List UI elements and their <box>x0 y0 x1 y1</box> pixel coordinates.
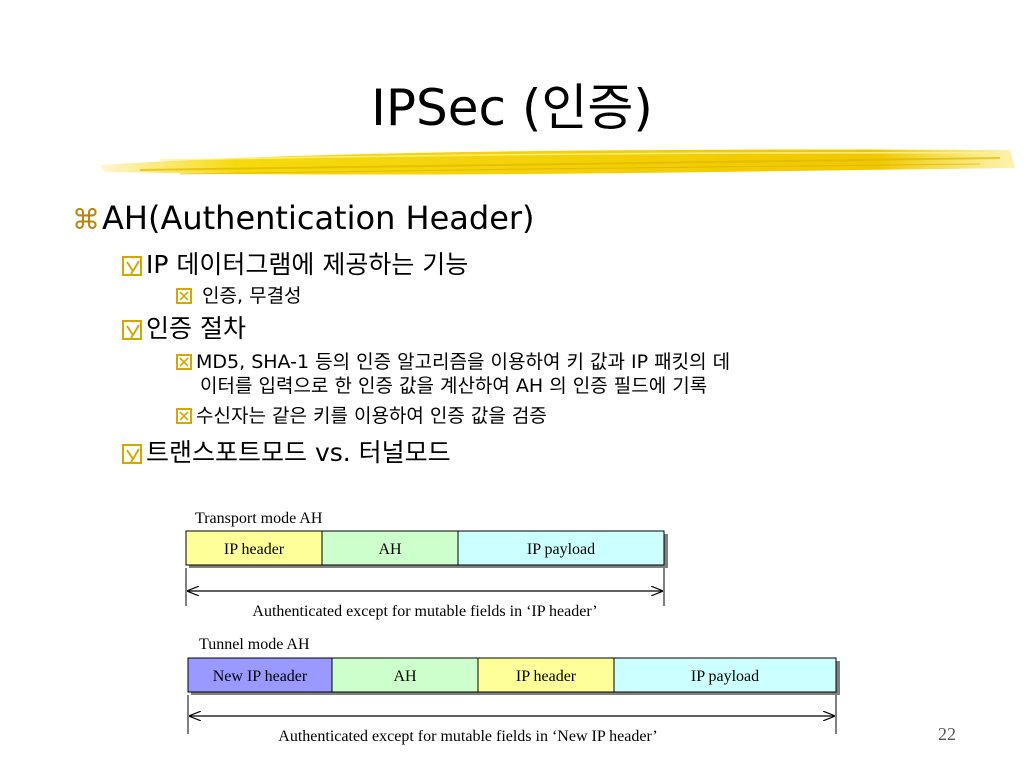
check-box-icon <box>122 320 142 340</box>
x-box-icon <box>176 354 192 370</box>
x-box-icon <box>176 408 192 424</box>
tunnel-seg-label-2: IP header <box>516 668 577 685</box>
bullet-md5-line1: MD5, SHA-1 등의 인증 알고리즘을 이용하여 키 값과 IP 패킷의 … <box>196 351 731 373</box>
transport-seg-0 <box>185 530 323 566</box>
slide-title: IPSec (인증) <box>371 79 653 137</box>
transport-caption: Authenticated except for mutable fields … <box>252 603 597 620</box>
transport-seg-1 <box>321 530 459 566</box>
tunnel-seg-2 <box>477 657 615 693</box>
command-icon: ⌘ <box>72 203 100 236</box>
tunnel-segments: New IP header AH IP header IP payload <box>187 657 837 693</box>
bullet-ah: ⌘AH(Authentication Header) <box>72 198 535 240</box>
x-box-icon <box>176 288 192 304</box>
bullet-md5: MD5, SHA-1 등의 인증 알고리즘을 이용하여 키 값과 IP 패킷의 … <box>176 350 730 374</box>
bullet-auth-procedure-text: 인증 절차 <box>146 314 246 343</box>
bullet-auth-integrity: 인증, 무결성 <box>176 284 302 308</box>
check-box-icon <box>122 256 142 276</box>
bullet-receiver-text: 수신자는 같은 키를 이용하여 인증 값을 검증 <box>196 405 547 427</box>
bullet-modes-text: 트랜스포트모드 vs. 터널모드 <box>146 438 451 467</box>
bullet-ah-text: AH(Authentication Header) <box>102 199 535 237</box>
transport-seg-2 <box>457 530 665 566</box>
bullet-modes: 트랜스포트모드 vs. 터널모드 <box>122 438 451 468</box>
check-box-icon <box>122 444 142 464</box>
tunnel-caption: Authenticated except for mutable fields … <box>278 728 657 745</box>
transport-seg-label-1: AH <box>378 541 402 558</box>
bullet-ip-functions-text: IP 데이터그램에 제공하는 기능 <box>146 250 469 279</box>
bullet-ip-functions: IP 데이터그램에 제공하는 기능 <box>122 250 468 280</box>
transport-segments: IP header AH IP payload <box>185 530 665 566</box>
tunnel-seg-label-0: New IP header <box>213 668 308 685</box>
bullet-receiver: 수신자는 같은 키를 이용하여 인증 값을 검증 <box>176 404 547 428</box>
bullet-md5-line2: 이터를 입력으로 한 인증 값을 계산하여 AH 의 인증 필드에 기록 <box>200 375 708 397</box>
transport-seg-label-0: IP header <box>224 541 285 558</box>
bullet-auth-integrity-text: 인증, 무결성 <box>202 285 302 307</box>
title-underline-brush <box>100 149 1015 175</box>
page-number: 22 <box>938 724 956 744</box>
transport-mode-label: Transport mode AH <box>195 510 323 527</box>
tunnel-mode-label: Tunnel mode AH <box>199 636 310 653</box>
bullet-auth-procedure: 인증 절차 <box>122 314 246 344</box>
tunnel-seg-1 <box>331 657 479 693</box>
tunnel-seg-label-1: AH <box>393 668 417 685</box>
transport-seg-label-2: IP payload <box>527 541 595 558</box>
tunnel-seg-3 <box>613 657 837 693</box>
tunnel-seg-label-3: IP payload <box>691 668 759 685</box>
